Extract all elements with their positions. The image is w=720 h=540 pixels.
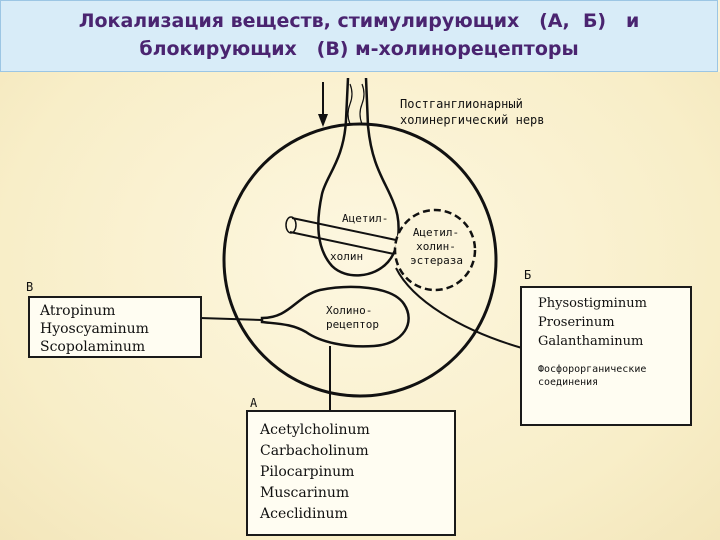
- acetylcholine-label: Ацетил-: [342, 212, 388, 226]
- group-b-box: Physostigminum Proserinum Galanthaminum …: [520, 286, 692, 426]
- receptor-label-line-1: Холино-: [326, 304, 373, 317]
- receptor-label: Холино- рецептор: [326, 304, 379, 332]
- esterase-label: Ацетил- холин- эстераза: [410, 226, 463, 268]
- acetylcholine-label-line-1: Ацетил-: [342, 212, 389, 225]
- group-b-note-line-2: соединения: [538, 377, 599, 388]
- receptor-label-line-2: рецептор: [326, 318, 379, 331]
- nerve-terminal: [317, 77, 400, 277]
- acetylcholine-label-line-2: холин: [330, 250, 364, 263]
- group-b-item: Physostigminum: [538, 296, 647, 311]
- synapse-circle: [222, 122, 498, 398]
- receptor-shape: [260, 285, 410, 348]
- nerve-label-line-2: холинергический нерв: [400, 113, 545, 127]
- group-b-item: Galanthaminum: [538, 334, 644, 349]
- esterase-label-line-2: холин-: [416, 240, 456, 253]
- acetylcholine-band: [289, 217, 397, 255]
- group-v-item: Hyoscyaminum: [40, 321, 149, 337]
- title-line-1: Локализация веществ, стимулирующих (А, Б…: [78, 10, 640, 32]
- nerve-label-line-1: Постганглионарный: [400, 97, 523, 111]
- group-a-item: Muscarinum: [260, 485, 350, 501]
- acetylcholine-label-2: холин: [330, 250, 363, 264]
- esterase-circle: [393, 208, 477, 292]
- nerve-arrow-head: [318, 114, 328, 127]
- group-a-item: Acetylcholinum: [260, 422, 370, 438]
- esterase-label-line-3: эстераза: [410, 254, 463, 267]
- group-a-item: Pilocarpinum: [260, 464, 355, 480]
- group-a-item: Aceclidinum: [260, 506, 348, 522]
- group-b-note-line-1: Фосфорорганические: [538, 364, 647, 375]
- group-v-item: Scopolaminum: [40, 339, 146, 355]
- group-a-letter: А: [250, 396, 258, 410]
- group-a-item: Carbacholinum: [260, 443, 369, 459]
- nerve-label: Постганглионарный холинергический нерв: [400, 96, 545, 128]
- group-b-letter: Б: [524, 268, 532, 282]
- nerve-fiber-lines: [347, 83, 365, 125]
- title-banner: Локализация веществ, стимулирующих (А, Б…: [0, 0, 718, 72]
- group-v-item: Atropinum: [40, 303, 116, 319]
- band-end: [285, 216, 297, 234]
- esterase-label-line-1: Ацетил-: [412, 226, 460, 239]
- group-v-box: Atropinum Hyoscyaminum Scopolaminum: [28, 296, 202, 358]
- connector-b: [395, 267, 523, 349]
- group-a-box: Acetylcholinum Carbacholinum Pilocarpinu…: [246, 410, 456, 536]
- connector-v: [199, 317, 263, 321]
- group-b-item: Proserinum: [538, 315, 615, 330]
- title-line-2: блокирующих (В) м-холинорецепторы: [139, 38, 579, 60]
- group-v-letter: В: [26, 280, 34, 294]
